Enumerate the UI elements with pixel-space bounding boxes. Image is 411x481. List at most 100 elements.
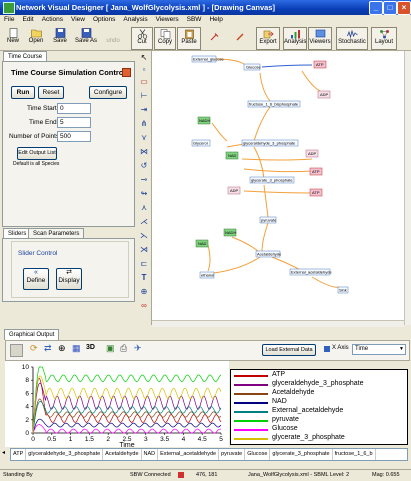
- zoom-tool-icon[interactable]: ⊕: [140, 287, 148, 296]
- pen-tool-button[interactable]: [230, 27, 250, 48]
- node-adp-2[interactable]: [305, 149, 319, 158]
- node-sink[interactable]: [337, 286, 349, 294]
- node-acetaldehyde[interactable]: [255, 250, 281, 258]
- display-button[interactable]: ⇄ Display: [56, 268, 82, 290]
- undo-button[interactable]: undo: [103, 27, 123, 48]
- graph-3d-icon[interactable]: 3D: [86, 344, 95, 351]
- node-adp-1[interactable]: [317, 90, 331, 99]
- node-glycerol[interactable]: [191, 139, 211, 147]
- save-button[interactable]: Save: [50, 27, 70, 48]
- uni-uni-tool-icon[interactable]: ⇥: [140, 105, 148, 114]
- menu-viewers[interactable]: Viewers: [155, 16, 179, 23]
- stochastic-button[interactable]: Stochastic: [336, 27, 368, 50]
- load-external-data-button[interactable]: Load External Data: [262, 344, 316, 356]
- open-button[interactable]: Open: [26, 27, 46, 48]
- link-tool-icon[interactable]: ∞: [141, 301, 147, 310]
- graph-select-icon[interactable]: [10, 344, 23, 357]
- curve-tool-icon[interactable]: ↬: [140, 189, 148, 198]
- run-button[interactable]: Run: [11, 86, 35, 99]
- node-g3p[interactable]: [249, 176, 295, 184]
- species-tab[interactable]: External_acetaldehyde: [158, 449, 220, 460]
- species-tab[interactable]: ATP: [11, 449, 27, 460]
- uni-bi-tool-icon[interactable]: ⋔: [140, 119, 148, 128]
- cut-button[interactable]: Cut: [131, 27, 153, 50]
- tab-graphical-output[interactable]: Graphical Output: [4, 329, 60, 340]
- arc-tool-icon[interactable]: ↺: [140, 161, 148, 170]
- canvas-horizontal-scrollbar[interactable]: [152, 320, 404, 327]
- species-tab[interactable]: fructose_1_6_b: [333, 449, 376, 460]
- menu-options[interactable]: Options: [93, 16, 116, 23]
- species-tool-icon[interactable]: ▭: [140, 77, 148, 86]
- graph-zoom-icon[interactable]: ⊕: [58, 343, 66, 353]
- node-atp-3[interactable]: [309, 188, 323, 197]
- menu-actions[interactable]: Actions: [41, 16, 64, 23]
- graph-image-icon[interactable]: ▣: [106, 343, 115, 353]
- split-tool-icon[interactable]: ⋋: [140, 231, 148, 240]
- layout-button[interactable]: Layout: [371, 27, 397, 50]
- species-tab[interactable]: glycerate_3_phosphate: [270, 449, 333, 460]
- branch-tool-icon[interactable]: ⋏: [141, 203, 147, 212]
- menu-edit[interactable]: Edit: [22, 16, 34, 23]
- node-nadh-2[interactable]: [223, 228, 237, 237]
- node-ethanol[interactable]: [199, 271, 215, 279]
- graph-rescale-icon[interactable]: ⇄: [44, 343, 52, 353]
- node-pyruvate[interactable]: [259, 216, 277, 224]
- compartment-tool-icon[interactable]: ⊏: [140, 259, 148, 268]
- join-tool-icon[interactable]: ⋊: [140, 245, 148, 254]
- copy-button[interactable]: Copy: [154, 27, 176, 50]
- node-external-glucose[interactable]: [191, 55, 217, 63]
- analysis-button[interactable]: Analysis: [283, 27, 307, 50]
- menu-file[interactable]: File: [4, 16, 15, 23]
- graph-export-icon[interactable]: ✈: [134, 343, 142, 353]
- tab-scan-parameters[interactable]: Scan Parameters: [28, 228, 85, 239]
- drawing-canvas[interactable]: External_glucose Glucose ATP ADP fructos…: [152, 51, 404, 325]
- modifier-tool-icon[interactable]: ⊸: [140, 175, 148, 184]
- canvas-vertical-scrollbar[interactable]: [404, 51, 411, 325]
- pin-tool-button[interactable]: [204, 27, 224, 48]
- species-tab[interactable]: pyruvate: [219, 449, 246, 460]
- bi-uni-tool-icon[interactable]: ⋎: [141, 133, 147, 142]
- menu-sbw[interactable]: SBW: [186, 16, 202, 23]
- text-tool-icon[interactable]: T: [141, 273, 147, 282]
- viewers-button[interactable]: Viewers: [308, 27, 332, 50]
- graph-print-icon[interactable]: ⎙: [120, 343, 128, 353]
- species-tab[interactable]: glyceraldehyde_3_phosphate: [26, 449, 104, 460]
- time-end-input[interactable]: 5: [57, 117, 91, 128]
- node-gap[interactable]: [241, 139, 299, 147]
- node-nad-1[interactable]: [225, 151, 239, 160]
- tab-time-course[interactable]: Time Course: [3, 51, 48, 62]
- edit-output-list-button[interactable]: Edit Output List: [17, 147, 57, 160]
- node-tool-icon[interactable]: ▫: [142, 65, 146, 74]
- menu-view[interactable]: View: [71, 16, 85, 23]
- export-button[interactable]: Export: [256, 27, 280, 50]
- graph-refresh-icon[interactable]: ⟳: [30, 343, 38, 353]
- node-nad-2[interactable]: [195, 239, 209, 248]
- node-glucose[interactable]: [243, 63, 261, 71]
- graph-chart-icon[interactable]: ▦: [72, 343, 81, 353]
- menu-help[interactable]: Help: [209, 16, 223, 23]
- species-scroll-left-icon[interactable]: ◂: [2, 450, 6, 456]
- xaxis-select[interactable]: Time ▼: [352, 344, 406, 355]
- define-button[interactable]: « Define: [23, 268, 49, 290]
- node-atp-1[interactable]: [313, 60, 327, 69]
- species-tab[interactable]: NAD: [142, 449, 159, 460]
- menu-analysis[interactable]: Analysis: [123, 16, 148, 23]
- species-tab[interactable]: Glucose: [245, 449, 271, 460]
- reset-button[interactable]: Reset: [38, 86, 64, 99]
- merge-tool-icon[interactable]: ⋌: [140, 217, 148, 226]
- node-fbp[interactable]: [247, 100, 301, 108]
- node-atp-2[interactable]: [309, 167, 323, 176]
- maximize-button[interactable]: □: [383, 1, 397, 15]
- reaction-tool-icon[interactable]: ⊢: [140, 91, 148, 100]
- num-points-input[interactable]: 500: [57, 131, 91, 142]
- save-as-button[interactable]: Save As: [73, 27, 99, 48]
- new-button[interactable]: New: [4, 27, 22, 48]
- configure-button[interactable]: Configure: [89, 86, 127, 99]
- paste-button[interactable]: Paste: [177, 27, 201, 50]
- close-button[interactable]: ×: [397, 1, 411, 15]
- node-adp-3[interactable]: [227, 186, 241, 195]
- pointer-tool-icon[interactable]: ↖: [140, 53, 148, 62]
- species-tab[interactable]: Acetaldehyde: [103, 449, 142, 460]
- time-start-input[interactable]: 0: [57, 103, 91, 114]
- node-external-acetaldehyde[interactable]: [289, 268, 331, 276]
